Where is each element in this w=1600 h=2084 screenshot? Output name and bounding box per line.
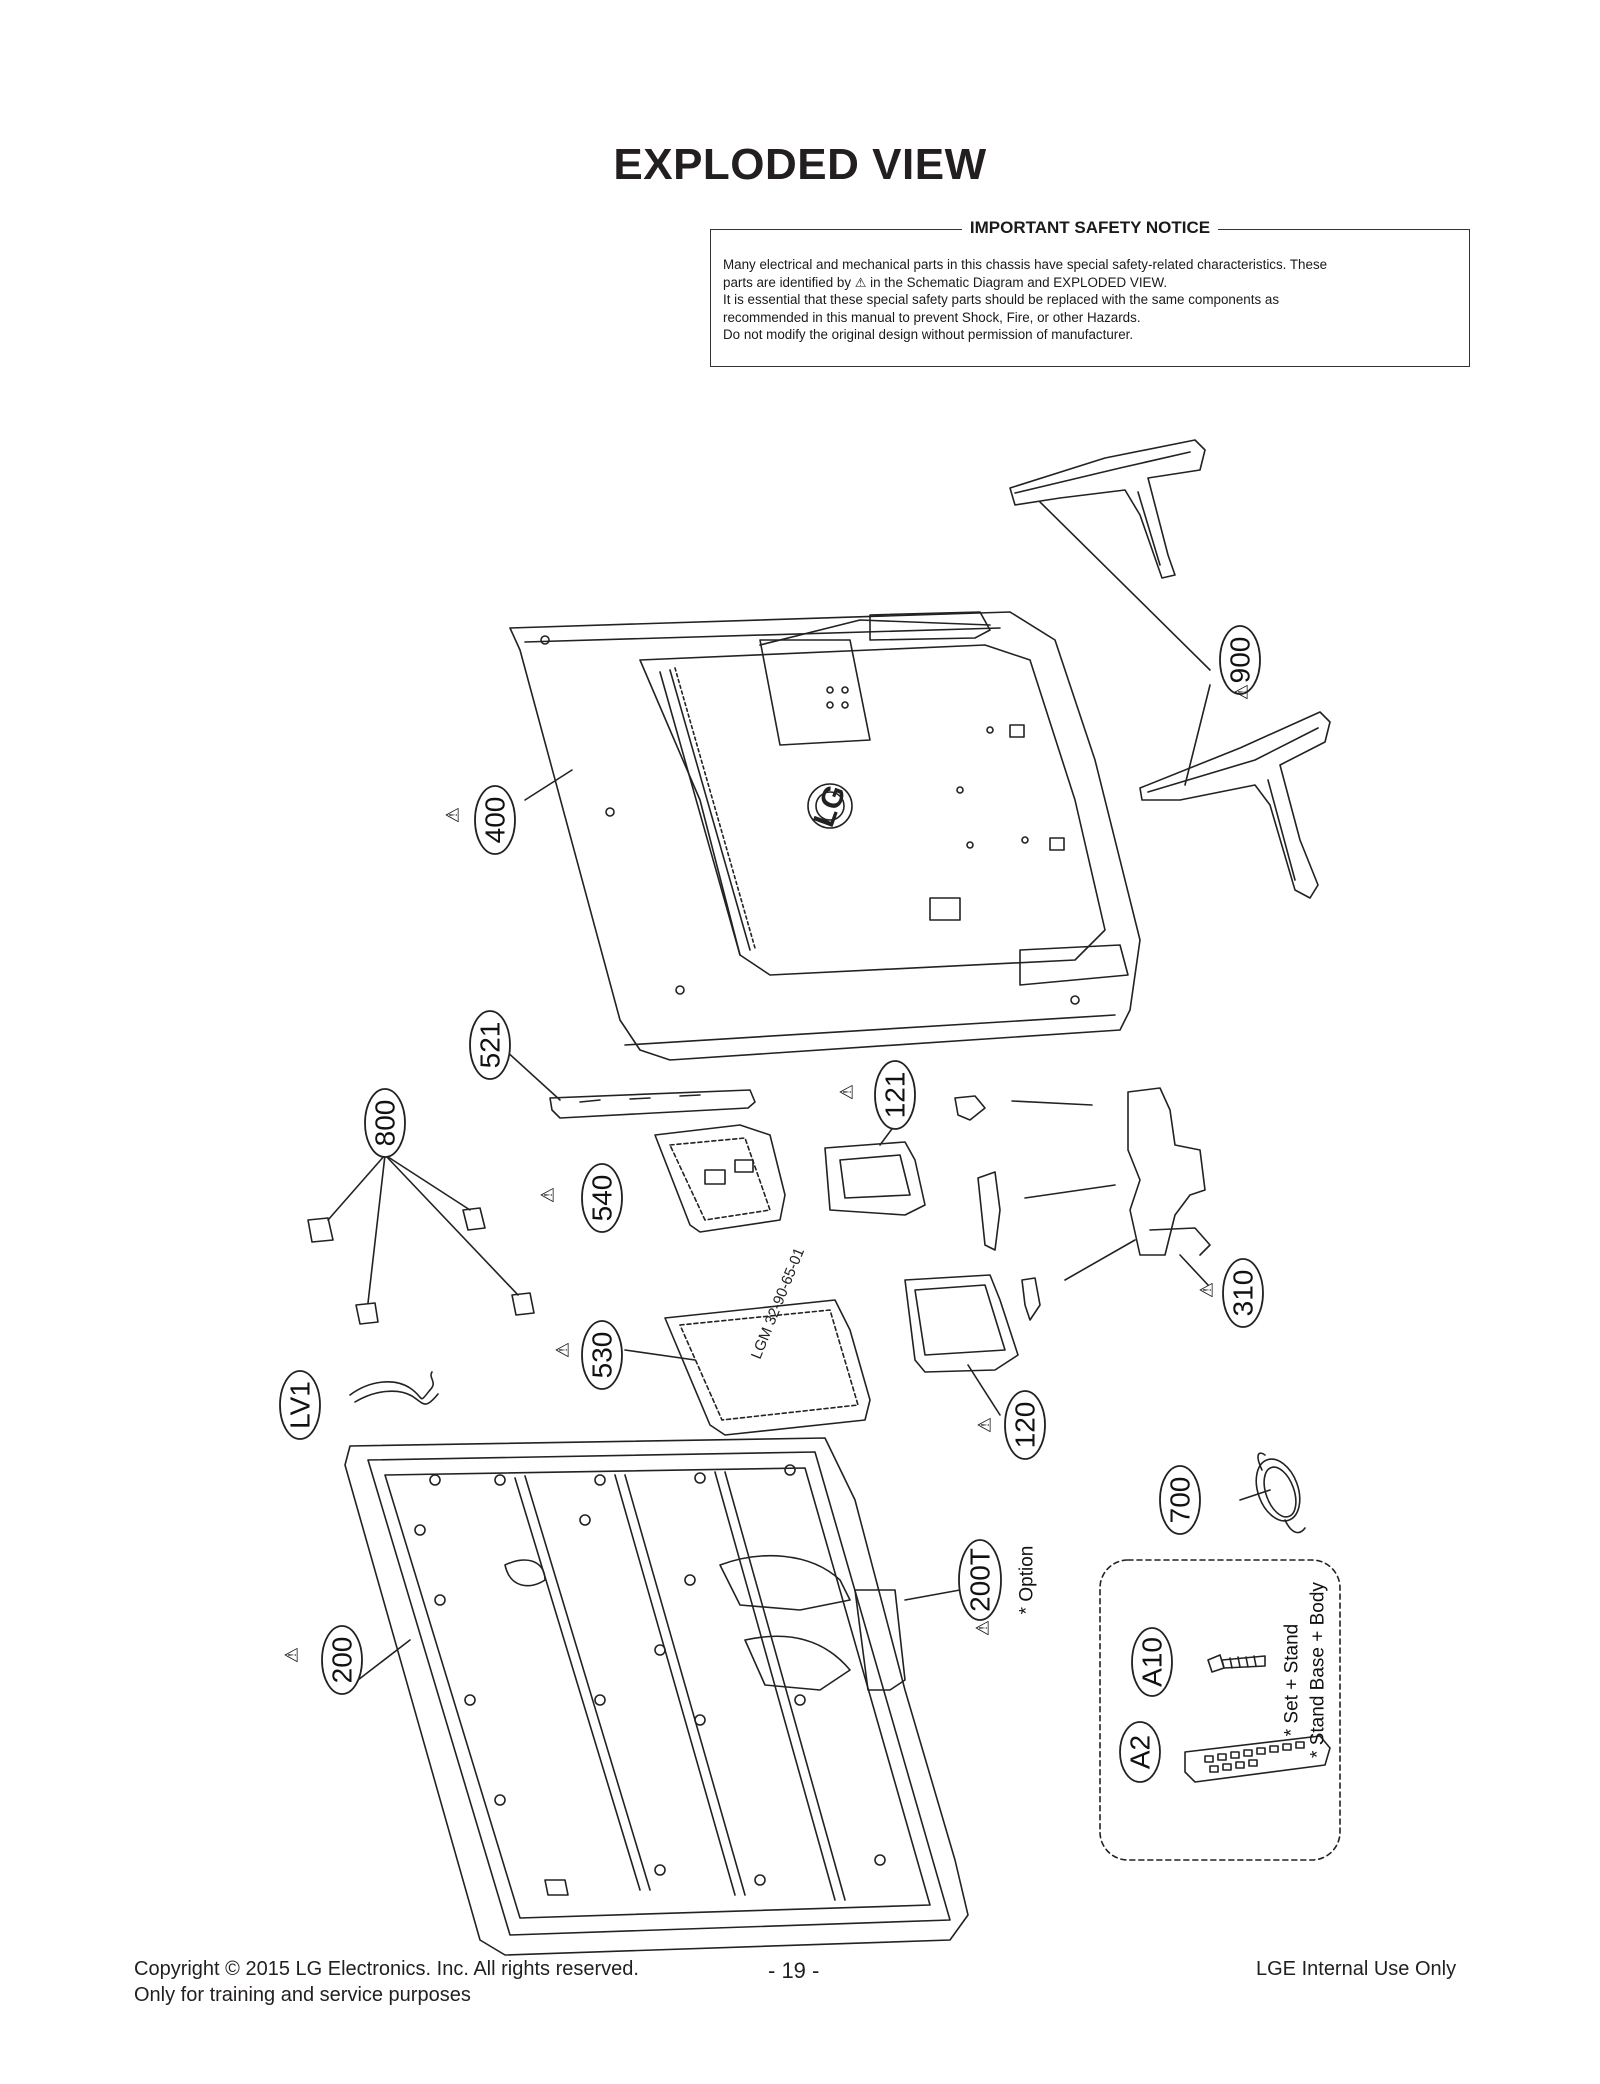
callout-521: 521 [475,1022,506,1069]
footer-internal: LGE Internal Use Only [1256,1958,1457,1980]
notice-line-4: recommended in this manual to prevent Sh… [723,309,1141,325]
bracket-521 [549,1089,756,1119]
callout-lv1: LV1 [285,1381,316,1429]
page-number: - 19 - [768,1958,820,1983]
callout-a10: A10 [1137,1637,1168,1687]
safety-notice-title: IMPORTANT SAFETY NOTICE [961,218,1219,237]
safety-notice-body: Many electrical and mechanical parts in … [723,256,1457,344]
footer-copyright: Copyright © 2015 LG Electronics. Inc. Al… [134,1958,639,1980]
lg-logo: LG [807,781,852,831]
stand-neck-upper [1009,439,1206,579]
notice-line-5: Do not modify the original design withou… [723,327,1134,342]
power-board-530: LGM 32-90-65-01 [664,1245,871,1436]
main-board-540 [654,1124,786,1233]
notice-line-2: parts are identified by ⚠ in the Schemat… [723,274,1457,292]
callout-900: 900 [1225,637,1256,684]
safety-notice-title-wrap: IMPORTANT SAFETY NOTICE [711,218,1469,238]
callout-310: 310 [1228,1270,1259,1317]
clips-800 [307,1154,535,1325]
remote-a2 [1184,1735,1331,1783]
warning-triangle-icon: ⚠ [854,274,867,290]
notice-line-2-pre: parts are identified by [723,274,852,290]
callout-bubble-200t [958,1539,1002,1621]
warning-triangle-icon: ⚠ [538,1187,559,1203]
back-cover [509,611,1141,1061]
callout-bubble-310 [1222,1258,1264,1328]
side-brackets-310 [954,1087,1211,1321]
callout-120: 120 [1010,1402,1041,1449]
callout-200: 200 [327,1637,358,1684]
warning-triangle-icon: ⚠ [443,807,464,823]
callout-bubble-lv1 [279,1370,321,1440]
callout-bubble-540 [581,1163,623,1233]
callout-bubble-900 [1219,625,1261,695]
note-stand-base-body: * Stand Base + Body [1308,1582,1329,1758]
callout-bubble-800 [364,1088,406,1158]
note-set-stand: * Set + Stand [1282,1624,1303,1737]
accessory-box [1099,1559,1341,1861]
warning-triangle-icon: ⚠ [975,1417,996,1433]
screw-a10 [1207,1654,1266,1673]
warning-triangle-icon: ⚠ [282,1647,303,1663]
page-title: EXPLODED VIEW [613,140,987,189]
callout-bubble-530 [581,1320,623,1390]
warning-triangle-icon: ⚠ [837,1084,858,1100]
callout-121: 121 [880,1072,911,1119]
callout-200t: 200T [965,1548,996,1612]
note-option: * Option [1017,1546,1038,1615]
callout-bubble-400 [474,785,516,855]
speaker-120 [904,1274,1019,1373]
callout-bubble-120 [1004,1390,1046,1460]
callout-bubble-a10 [1131,1627,1173,1697]
speaker-121 [824,1141,926,1216]
callout-bubble-700 [1159,1465,1201,1535]
power-cord-700 [1255,1452,1306,1534]
callout-bubble-200 [321,1625,363,1695]
callout-700: 700 [1165,1477,1196,1524]
stand-neck-lower [1139,711,1331,899]
warning-triangle-icon: ⚠ [1197,1282,1218,1298]
callout-bubble-a2 [1119,1721,1161,1783]
safety-notice-box: IMPORTANT SAFETY NOTICE Many electrical … [710,218,1470,367]
warning-triangle-icon: ⚠ [553,1342,574,1358]
callout-400: 400 [480,797,511,844]
callout-a2: A2 [1125,1735,1156,1769]
callout-bubble-121 [874,1060,916,1130]
lvds-cable-lv1 [349,1371,439,1405]
callout-bubble-521 [469,1010,511,1080]
notice-line-3: It is essential that these special safet… [723,292,1280,307]
footer-purpose: Only for training and service purposes [134,1984,471,2006]
callout-800: 800 [370,1100,401,1147]
notice-line-2-post: in the Schematic Diagram and EXPLODED VI… [870,274,1168,290]
callout-530: 530 [587,1332,618,1379]
notice-line-1: Many electrical and mechanical parts in … [723,257,1328,272]
callout-540: 540 [587,1175,618,1222]
front-module-200 [344,1437,969,1956]
warning-triangle-icon: ⚠ [1232,684,1253,700]
warning-triangle-icon: ⚠ [973,1620,994,1636]
